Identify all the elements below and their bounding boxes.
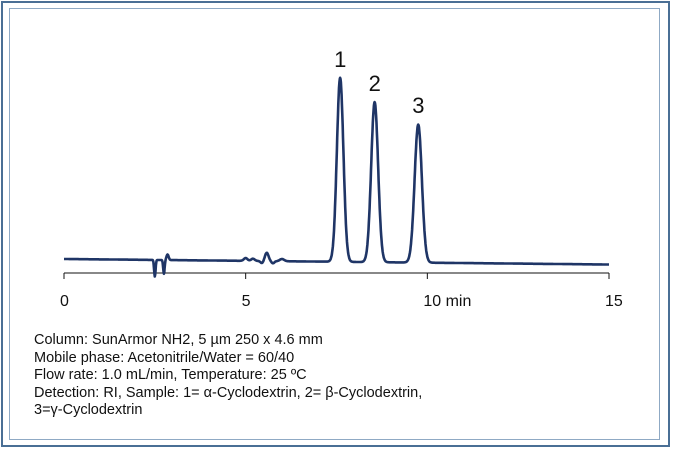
peak-label-2: 2	[369, 71, 381, 96]
x-axis-ticks	[63, 273, 610, 279]
peak-labels: 12 3	[334, 47, 424, 118]
chromatogram-trace	[63, 76, 610, 278]
x-tick-label-0: 0	[60, 293, 69, 310]
condition-column: Column: SunArmor NH2, 5 µm 250 x 4.6 mm	[34, 332, 323, 348]
peak-label-1: 1	[334, 47, 346, 72]
x-tick-label-1: 5	[242, 293, 251, 310]
condition-detection: Detection: RI, Sample: 1= α-Cyclodextrin…	[34, 384, 423, 401]
peak-label-3: 3	[412, 93, 424, 118]
condition-mobile-phase: Mobile phase: Acetonitrile/Water = 60/40	[34, 349, 295, 366]
condition-flow-rate: Flow rate: 1.0 mL/min, Temperature: 25 º…	[34, 367, 307, 383]
x-axis-tick-labels: 0 5 10 min 15	[60, 293, 623, 310]
conditions-text: Column: SunArmor NH2, 5 µm 250 x 4.6 mm …	[34, 332, 634, 420]
x-tick-label-3: 15	[605, 293, 623, 310]
condition-sample-3: 3=γ-Cyclodextrin	[34, 402, 143, 418]
x-tick-label-2: 10 min	[423, 293, 471, 310]
inner-frame	[9, 8, 660, 440]
